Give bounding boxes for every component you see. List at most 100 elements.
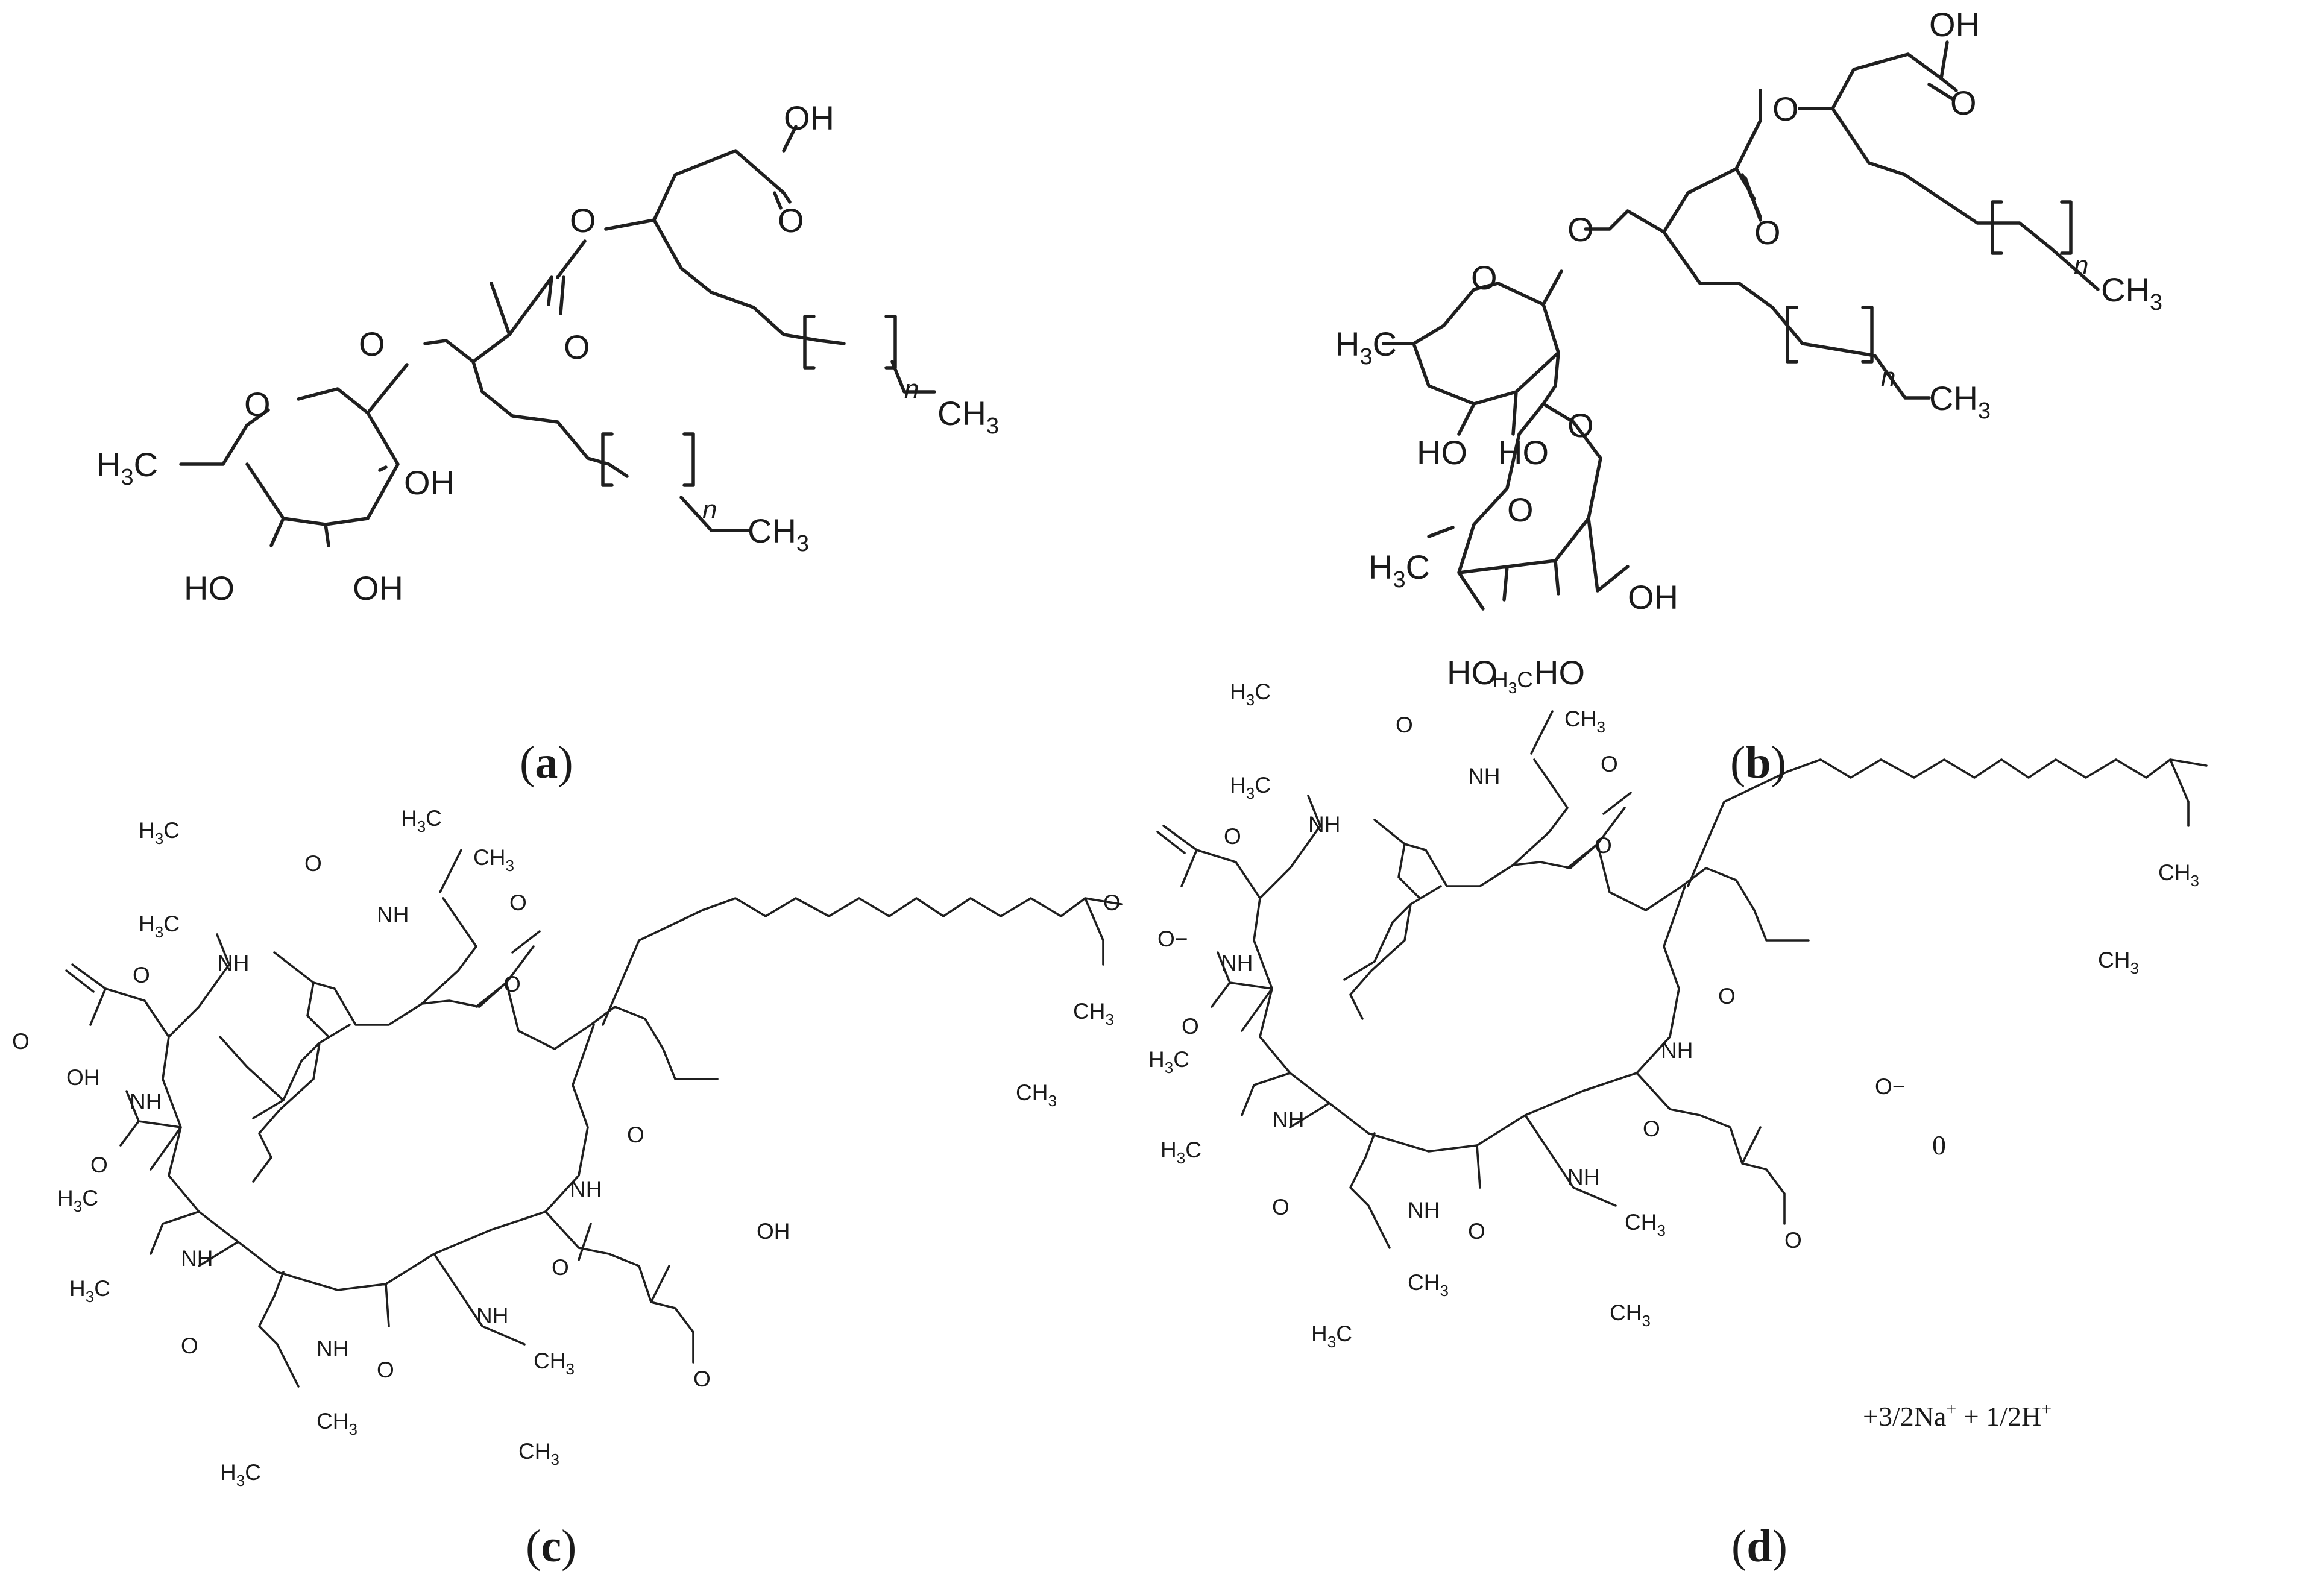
hydroxyl-label: OH — [1628, 578, 1678, 616]
svg-text:O: O — [1224, 824, 1241, 849]
hydroxyl-label: HO — [1447, 653, 1497, 691]
svg-text:O: O — [1182, 1014, 1199, 1039]
carboxyl-oh-label: OH — [1929, 5, 1980, 43]
svg-text:CH3: CH3 — [748, 512, 809, 556]
svg-text:H3C: H3C — [1492, 667, 1533, 697]
structure-d-surfactin-salt: H3C H3C H3C CH3 O O NH NH O O O NH O− O … — [1103, 667, 2208, 1432]
hydroxyl-label: OH — [353, 569, 403, 607]
svg-text:NH: NH — [1468, 764, 1500, 788]
svg-text:O: O — [1595, 833, 1612, 858]
ch3-label: CH — [748, 512, 796, 550]
svg-text:CH3: CH3 — [1610, 1300, 1651, 1330]
structure-b-di-rhamnolipid: H3C O HO HO O O H3C OH HO HO O O O O OH … — [1335, 5, 2162, 691]
svg-text:NH: NH — [130, 1089, 162, 1114]
svg-text:CH3: CH3 — [2098, 948, 2139, 977]
structure-c-labels: H3C H3C H3C CH3 O O NH NH O O O NH OH O … — [12, 806, 1114, 1490]
svg-text:CH3: CH3 — [1625, 1210, 1666, 1239]
structure-d-labels: H3C H3C H3C CH3 O O NH NH O O O NH O− O … — [1103, 667, 2199, 1351]
svg-text:H3C: H3C — [1160, 1138, 1201, 1167]
ether-oxygen-label: O — [359, 325, 385, 363]
svg-text:O: O — [1272, 1195, 1290, 1220]
caption-c: (c) — [526, 1521, 576, 1572]
svg-text:H3C: H3C — [139, 818, 180, 848]
svg-text:O−: O− — [1875, 1074, 1905, 1099]
svg-text:NH: NH — [476, 1303, 508, 1328]
svg-text:O: O — [304, 851, 322, 876]
svg-text:O: O — [133, 963, 150, 987]
caption-b: (b) — [1730, 737, 1786, 788]
carbonyl-oxygen-label: O — [564, 328, 590, 366]
ch3-label: CH — [937, 394, 986, 432]
ch3-label: CH — [1929, 379, 1978, 417]
carbonyl-oxygen-label: O — [1754, 213, 1781, 251]
stray-zero-label: 0 — [1932, 1130, 1946, 1160]
svg-text:H3C: H3C — [69, 1276, 110, 1306]
hydroxyl-label: HO — [1534, 653, 1585, 691]
ch3-label: CH — [2101, 271, 2150, 309]
svg-text:O: O — [1643, 1116, 1660, 1141]
svg-text:CH3: CH3 — [518, 1439, 559, 1468]
repeat-index-label: n — [904, 374, 919, 404]
svg-text:O: O — [627, 1122, 644, 1147]
svg-text:O: O — [12, 1029, 30, 1054]
caption-d: (d) — [1731, 1521, 1787, 1572]
svg-text:NH: NH — [1408, 1198, 1440, 1223]
svg-text:NH: NH — [377, 902, 409, 927]
ester-oxygen-label: O — [1772, 90, 1799, 128]
svg-text:O: O — [509, 890, 527, 915]
svg-text:CH3: CH3 — [1016, 1080, 1057, 1110]
hydroxyl-label: HO — [1498, 433, 1549, 471]
svg-text:O: O — [377, 1358, 394, 1382]
h3c-label: H — [96, 445, 121, 483]
svg-text:O: O — [181, 1333, 198, 1358]
carbonyl-oxygen-label: O — [778, 201, 804, 239]
repeat-index-label: n — [1881, 362, 1895, 392]
svg-text:H3C: H3C — [57, 1186, 98, 1215]
svg-text:O: O — [552, 1255, 569, 1280]
svg-text:OH: OH — [757, 1219, 790, 1244]
svg-text:O: O — [693, 1367, 711, 1391]
svg-text:O: O — [1601, 752, 1618, 776]
svg-text:CH3: CH3 — [2101, 271, 2162, 315]
svg-text:CH3: CH3 — [534, 1349, 575, 1378]
svg-text:O: O — [503, 972, 521, 996]
svg-text:H3C: H3C — [1311, 1321, 1352, 1351]
svg-text:H3C: H3C — [1335, 325, 1397, 370]
glycosidic-oxygen-label: O — [1567, 406, 1594, 444]
svg-text:CH3: CH3 — [1073, 999, 1114, 1028]
svg-text:H3C: H3C — [1148, 1047, 1189, 1077]
hydroxyl-label: HO — [184, 569, 235, 607]
hydroxyl-label: HO — [1417, 433, 1467, 471]
structure-a-mono-rhamnolipid: H3C O OH HO OH O O O O OH n n CH3 CH3 — [96, 99, 999, 607]
carboxyl-oh-label: OH — [784, 99, 834, 137]
repeat-index-label: n — [702, 495, 717, 524]
svg-text:NH: NH — [316, 1336, 348, 1361]
ring-oxygen-label: O — [1507, 491, 1534, 529]
svg-text:NH: NH — [217, 951, 249, 975]
svg-text:O: O — [1468, 1219, 1485, 1244]
svg-text:H3C: H3C — [96, 445, 158, 490]
svg-text:NH: NH — [570, 1177, 602, 1201]
svg-text:O: O — [1784, 1228, 1802, 1253]
svg-text:CH3: CH3 — [937, 394, 999, 439]
ring-oxygen-label: O — [1471, 259, 1497, 297]
svg-text:NH: NH — [1567, 1165, 1599, 1189]
svg-text:NH: NH — [1221, 951, 1253, 975]
svg-text:OH: OH — [66, 1065, 100, 1090]
svg-text:H3C: H3C — [1368, 548, 1430, 593]
svg-text:NH: NH — [1661, 1038, 1693, 1063]
svg-text:NH: NH — [181, 1246, 213, 1271]
caption-a: (a) — [520, 737, 573, 788]
structure-c-surfactin: H3C H3C H3C CH3 O O NH NH O O O NH OH O … — [12, 806, 1123, 1490]
svg-text:H3C: H3C — [401, 806, 442, 836]
svg-text:O: O — [1718, 984, 1736, 1009]
svg-text:NH: NH — [1308, 812, 1340, 837]
svg-text:O: O — [1103, 890, 1121, 915]
repeat-index-label: n — [2074, 251, 2088, 280]
ring-oxygen-label: O — [244, 385, 271, 423]
svg-text:NH: NH — [1272, 1107, 1304, 1132]
svg-text:CH3: CH3 — [1408, 1270, 1449, 1300]
svg-text:CH3: CH3 — [473, 845, 514, 875]
svg-text:CH3: CH3 — [2158, 860, 2199, 890]
